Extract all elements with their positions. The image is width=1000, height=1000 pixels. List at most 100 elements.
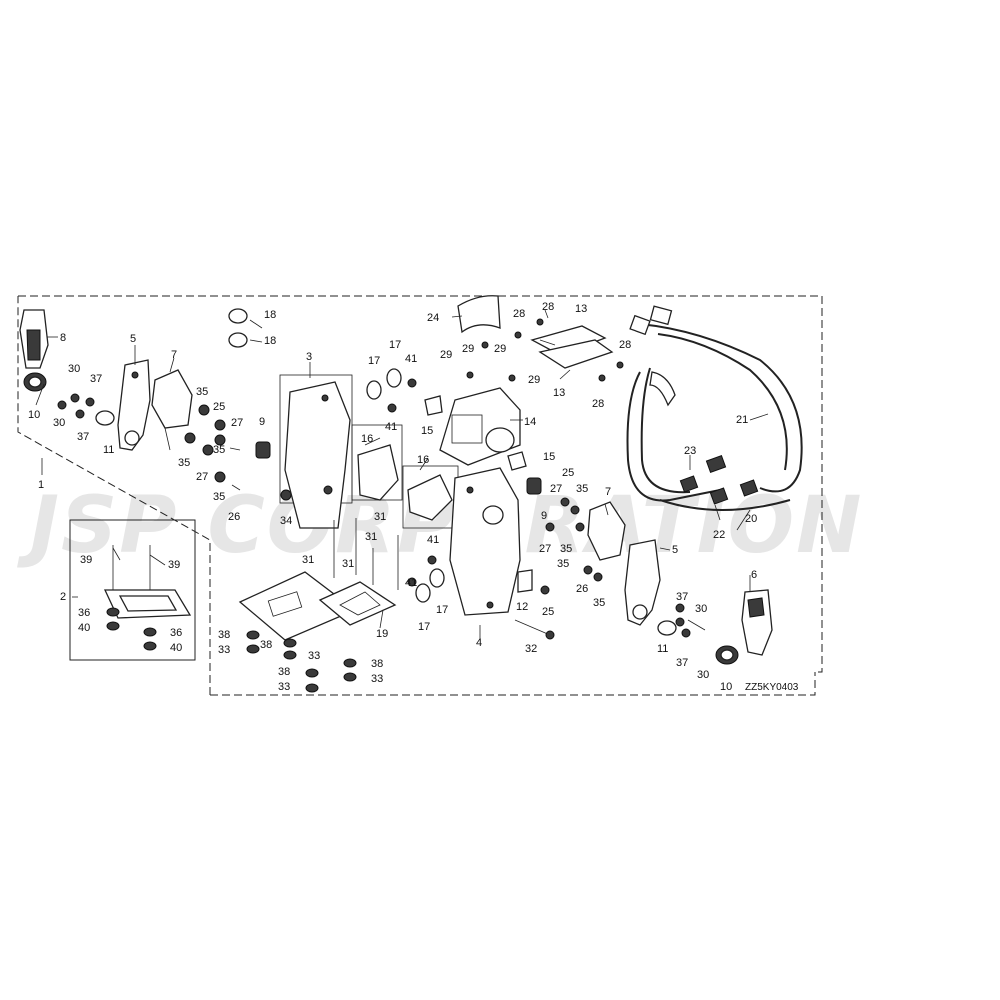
callout-23: 23	[684, 445, 696, 457]
callout-27: 27	[196, 471, 208, 483]
callout-28: 28	[542, 301, 554, 313]
callout-10: 10	[28, 409, 40, 421]
callout-16: 16	[417, 454, 429, 466]
callout-38: 38	[371, 658, 383, 670]
callout-33: 33	[308, 650, 320, 662]
part-16-gear-plate-left[interactable]	[351, 424, 403, 501]
part-34-nut[interactable]	[280, 489, 292, 501]
callout-17: 17	[418, 621, 430, 633]
callout-24: 24	[427, 312, 439, 324]
callout-labels: 8 10 30 37 30 37 11 1 5 7 35 25 27 35 35…	[28, 301, 799, 693]
callout-41: 41	[427, 534, 439, 546]
nuts-washers-bottom[interactable]	[246, 630, 357, 693]
part-12-bracket[interactable]	[517, 569, 533, 593]
fasteners-center[interactable]	[466, 318, 624, 595]
callout-35: 35	[557, 558, 569, 570]
part-9-grommet-left[interactable]	[255, 441, 271, 459]
callout-35: 35	[560, 543, 572, 555]
fasteners-right[interactable]	[675, 603, 706, 638]
part-6-handle-grip-right[interactable]	[741, 589, 773, 656]
part-10-knob-right[interactable]	[715, 645, 739, 665]
callout-34: 34	[280, 515, 292, 527]
mounting-plates[interactable]	[238, 518, 399, 641]
part-18-clips[interactable]	[228, 308, 248, 348]
callout-20: 20	[745, 513, 757, 525]
part-15-clips[interactable]	[424, 395, 527, 471]
callout-37: 37	[676, 591, 688, 603]
callout-25: 25	[562, 467, 574, 479]
part-13-brackets[interactable]	[530, 325, 614, 369]
callout-31: 31	[365, 531, 377, 543]
diagram-code: ZZ5KY0403	[745, 682, 799, 693]
callout-17: 17	[389, 339, 401, 351]
callout-27: 27	[231, 417, 243, 429]
callout-17: 17	[436, 604, 448, 616]
callout-6: 6	[751, 569, 757, 581]
part-11-washer-left[interactable]	[95, 410, 115, 426]
part-5-lever-arm-left[interactable]	[117, 359, 151, 451]
callout-7: 7	[605, 486, 611, 498]
callout-13: 13	[575, 303, 587, 315]
callout-12: 12	[516, 601, 528, 613]
part-9-grommet-right[interactable]	[526, 477, 542, 495]
callout-28: 28	[592, 398, 604, 410]
callout-35: 35	[213, 444, 225, 456]
callout-39: 39	[80, 554, 92, 566]
part-2-kit-contents[interactable]	[103, 545, 192, 651]
part-11-washer-right[interactable]	[657, 620, 677, 636]
callout-35: 35	[178, 457, 190, 469]
callout-26: 26	[576, 583, 588, 595]
callout-30: 30	[68, 363, 80, 375]
callout-29: 29	[494, 343, 506, 355]
callout-9: 9	[259, 416, 265, 428]
callout-11: 11	[657, 643, 668, 655]
small-fasteners-left[interactable]	[57, 393, 241, 491]
callout-5: 5	[672, 544, 678, 556]
callout-35: 35	[213, 491, 225, 503]
callout-28: 28	[513, 308, 525, 320]
callout-27: 27	[539, 543, 551, 555]
part-24-cover[interactable]	[457, 295, 501, 334]
callout-7: 7	[171, 349, 177, 361]
callout-40: 40	[78, 622, 90, 634]
callout-38: 38	[260, 639, 272, 651]
callout-8: 8	[60, 332, 66, 344]
callout-2: 2	[60, 591, 66, 603]
callout-33: 33	[218, 644, 230, 656]
callout-11: 11	[103, 444, 114, 456]
callout-15: 15	[421, 425, 433, 437]
callout-30: 30	[697, 669, 709, 681]
callout-15: 15	[543, 451, 555, 463]
part-7-housing-left[interactable]	[151, 369, 193, 451]
callout-22: 22	[713, 529, 725, 541]
callout-35: 35	[576, 483, 588, 495]
callout-26: 26	[228, 511, 240, 523]
callout-38: 38	[218, 629, 230, 641]
callout-33: 33	[371, 673, 383, 685]
part-10-knob[interactable]	[23, 372, 47, 392]
part-7-housing-right[interactable]	[587, 501, 626, 561]
callout-21: 21	[736, 414, 748, 426]
part-8-handle-grip[interactable]	[19, 309, 49, 369]
part-32-bolt[interactable]	[514, 619, 555, 640]
callout-30: 30	[695, 603, 707, 615]
callout-10: 10	[720, 681, 732, 693]
callout-35: 35	[593, 597, 605, 609]
wire-harness[interactable]	[626, 305, 803, 511]
callout-40: 40	[170, 642, 182, 654]
callout-39: 39	[168, 559, 180, 571]
part-14-switch-box[interactable]	[439, 387, 521, 466]
callout-1: 1	[38, 479, 44, 491]
callout-4: 4	[476, 637, 482, 649]
part-5-lever-arm-right[interactable]	[624, 539, 661, 626]
leader-lines	[35, 309, 769, 640]
callout-37: 37	[90, 373, 102, 385]
callout-9: 9	[541, 510, 547, 522]
callout-18: 18	[264, 335, 276, 347]
part-17-41-hardware[interactable]	[366, 368, 445, 603]
kit-2-box	[69, 519, 196, 661]
part-4-control-body-center[interactable]	[449, 467, 521, 616]
part-3-control-body[interactable]	[279, 374, 353, 529]
callout-41: 41	[405, 353, 417, 365]
